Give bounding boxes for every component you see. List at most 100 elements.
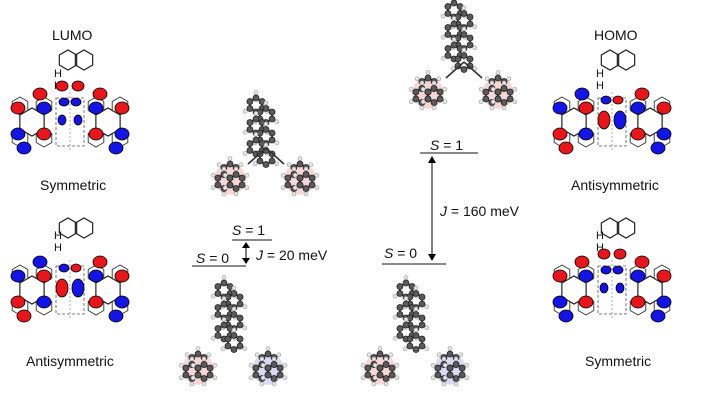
orbital-lobe <box>88 127 104 141</box>
carbon-atom <box>466 34 474 42</box>
energy-diagram-large <box>382 152 478 265</box>
hydrogen-atom <box>383 381 389 387</box>
carbon-atom <box>396 311 404 318</box>
orbital-lobe <box>656 127 672 141</box>
orbital-lobe <box>10 269 26 283</box>
carbon-atom <box>388 371 396 379</box>
carbon-atom <box>412 95 420 103</box>
hydrogen-atom <box>227 156 233 161</box>
skeleton-ring <box>600 217 620 239</box>
hydrogen-atom <box>216 162 222 168</box>
carbon-atom <box>424 88 432 96</box>
hydrogen-atom <box>360 375 366 381</box>
hydrogen-atom <box>413 327 419 333</box>
hydrogen-atom <box>425 70 431 75</box>
hydrogen-atom <box>231 327 237 333</box>
hydrogen-atom <box>403 317 409 322</box>
orbital-lobe <box>656 269 672 283</box>
hydrogen-atom <box>291 191 297 197</box>
carbon-atom <box>284 174 292 182</box>
orbital-lobe <box>613 110 627 130</box>
skeleton-ring <box>629 96 647 116</box>
molecule-s0-large <box>360 275 470 387</box>
carbon-atom <box>402 321 410 329</box>
hydrogen-atom <box>265 346 271 351</box>
carbon-atom <box>252 94 260 102</box>
carbon-atom <box>264 350 272 358</box>
carbon-atom <box>236 293 244 301</box>
hydrogen-atom <box>210 293 216 299</box>
orbital-lobe <box>71 278 85 298</box>
carbon-atom <box>494 88 502 96</box>
carbon-atom <box>236 314 244 322</box>
orbital-lobe <box>32 87 48 101</box>
orbital-lobe <box>73 114 83 126</box>
carbon-atom <box>226 174 234 182</box>
hydrogen-atom <box>244 185 250 191</box>
carbon-atom <box>302 185 310 192</box>
carbon-atom <box>262 161 270 168</box>
hydrogen-atom <box>292 185 298 191</box>
carbon-atom <box>506 88 514 96</box>
hydrogen-atom <box>206 352 212 358</box>
hydrogen-atom <box>254 352 260 358</box>
lumo-antisymmetric-orbital <box>10 217 130 323</box>
orbital-lobe <box>114 295 130 309</box>
carbon-atom <box>268 108 276 116</box>
skeleton-ring <box>11 264 29 284</box>
carbon-atom <box>444 31 452 38</box>
hydrogen-atom <box>274 140 280 146</box>
carbon-atom <box>406 342 414 350</box>
hydrogen-atom <box>221 166 227 172</box>
carbon-atom <box>238 174 246 182</box>
hydrogen-atom <box>242 304 248 310</box>
hydrogen-atom <box>253 132 259 137</box>
carbon-atom <box>424 74 432 82</box>
orbital-lobe <box>578 101 594 115</box>
carbon-atom <box>424 95 432 103</box>
orbital-lobe <box>88 101 104 115</box>
carbon-atom <box>412 332 420 339</box>
carbon-atom <box>224 335 232 343</box>
h-label: H <box>54 230 62 242</box>
carbon-atom <box>270 361 278 368</box>
hydrogen-atom <box>233 191 239 197</box>
hydrogen-atom <box>189 356 195 362</box>
hydrogen-atom <box>472 45 478 51</box>
h-label: H <box>54 68 62 80</box>
carbon-atom <box>232 171 240 178</box>
carbon-atom <box>226 181 234 189</box>
orbital-lobe <box>634 255 650 269</box>
carbon-atom <box>236 321 244 329</box>
carbon-atom <box>500 85 508 92</box>
hydrogen-atom <box>402 346 408 352</box>
carbon-atom <box>264 364 272 372</box>
hydrogen-atom <box>263 100 269 106</box>
orbital-lobe <box>630 295 646 309</box>
orbital-lobe <box>597 110 611 130</box>
bond <box>265 147 285 165</box>
carbon-atom <box>200 375 208 382</box>
orbital-lobe <box>630 127 646 141</box>
hydrogen-atom <box>436 352 442 358</box>
carbon-atom <box>182 371 190 379</box>
hydrogen-atom <box>377 346 383 351</box>
hydrogen-atom <box>392 335 398 341</box>
hydrogen-atom <box>276 352 282 358</box>
carbon-atom <box>230 332 238 339</box>
hydrogen-atom <box>231 285 237 291</box>
carbon-atom <box>246 119 254 126</box>
carbon-atom <box>466 20 474 28</box>
skeleton-ring <box>35 128 53 148</box>
orbital-lobe <box>88 269 104 283</box>
carbon-atom <box>412 88 420 96</box>
hydrogen-atom <box>392 293 398 299</box>
carbon-atom <box>406 335 414 343</box>
carbon-atom <box>460 52 468 59</box>
singlet-one-label-large: S = 1 <box>430 137 464 153</box>
orbital-lobe <box>552 101 568 115</box>
h-label: H <box>596 68 604 80</box>
skeleton-ring <box>553 96 571 116</box>
hydrogen-atom <box>441 381 447 387</box>
carbon-atom <box>214 332 222 339</box>
